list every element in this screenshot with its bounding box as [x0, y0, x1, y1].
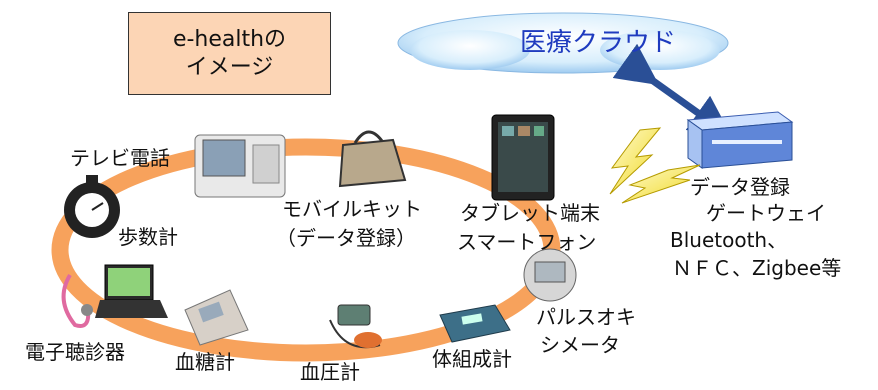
pulse-oximeter-label-line1: パルスオキ [536, 305, 636, 329]
gateway-label-line2: ゲートウェイ [706, 201, 826, 225]
cloud-gateway-arrow [612, 43, 733, 138]
stethoscope-label: 電子聴診器 [25, 340, 125, 364]
lightning-bolt-icon [609, 127, 701, 204]
mobile-kit-label-line1: モバイルキット [282, 197, 422, 221]
title-box: e-healthの イメージ [128, 12, 331, 95]
gateway-device-icon [686, 111, 794, 169]
mobile-kit-label-line2: （データ登録） [276, 226, 416, 250]
stethoscope-icon [61, 273, 93, 328]
cloud-label: 医療クラウド [520, 28, 677, 58]
body-composition-scale-icon [439, 304, 511, 343]
pulse-oximeter-label-line2: シメータ [540, 333, 620, 357]
tablet-icon [491, 114, 555, 201]
gateway-label-line1: データ登録 [690, 175, 790, 199]
tv-phone-label: テレビ電話 [70, 146, 170, 170]
pulse-oximeter-icon [523, 248, 577, 302]
blood-pressure-monitor-icon [329, 304, 382, 349]
glucose-meter-label: 血糖計 [175, 350, 235, 374]
body-composition-label: 体組成計 [432, 347, 512, 371]
gateway-label-line3: Bluetooth、 [670, 228, 788, 252]
tablet-label-line1: タブレット端末 [460, 201, 600, 225]
blood-pressure-label: 血圧計 [300, 360, 360, 384]
pedometer-icon [64, 175, 120, 238]
pedometer-label: 歩数計 [118, 225, 178, 249]
title-line2: イメージ [185, 54, 274, 80]
gateway-label-line4: ＮＦＣ、Zigbee等 [672, 256, 842, 280]
tv-phone-icon [194, 134, 286, 198]
laptop-icon [95, 264, 168, 318]
mobile-kit-bag-icon [338, 130, 407, 188]
tablet-label-line2: スマートフォン [457, 230, 597, 254]
glucose-meter-icon [184, 289, 249, 346]
title-line1: e-healthの [172, 26, 287, 52]
